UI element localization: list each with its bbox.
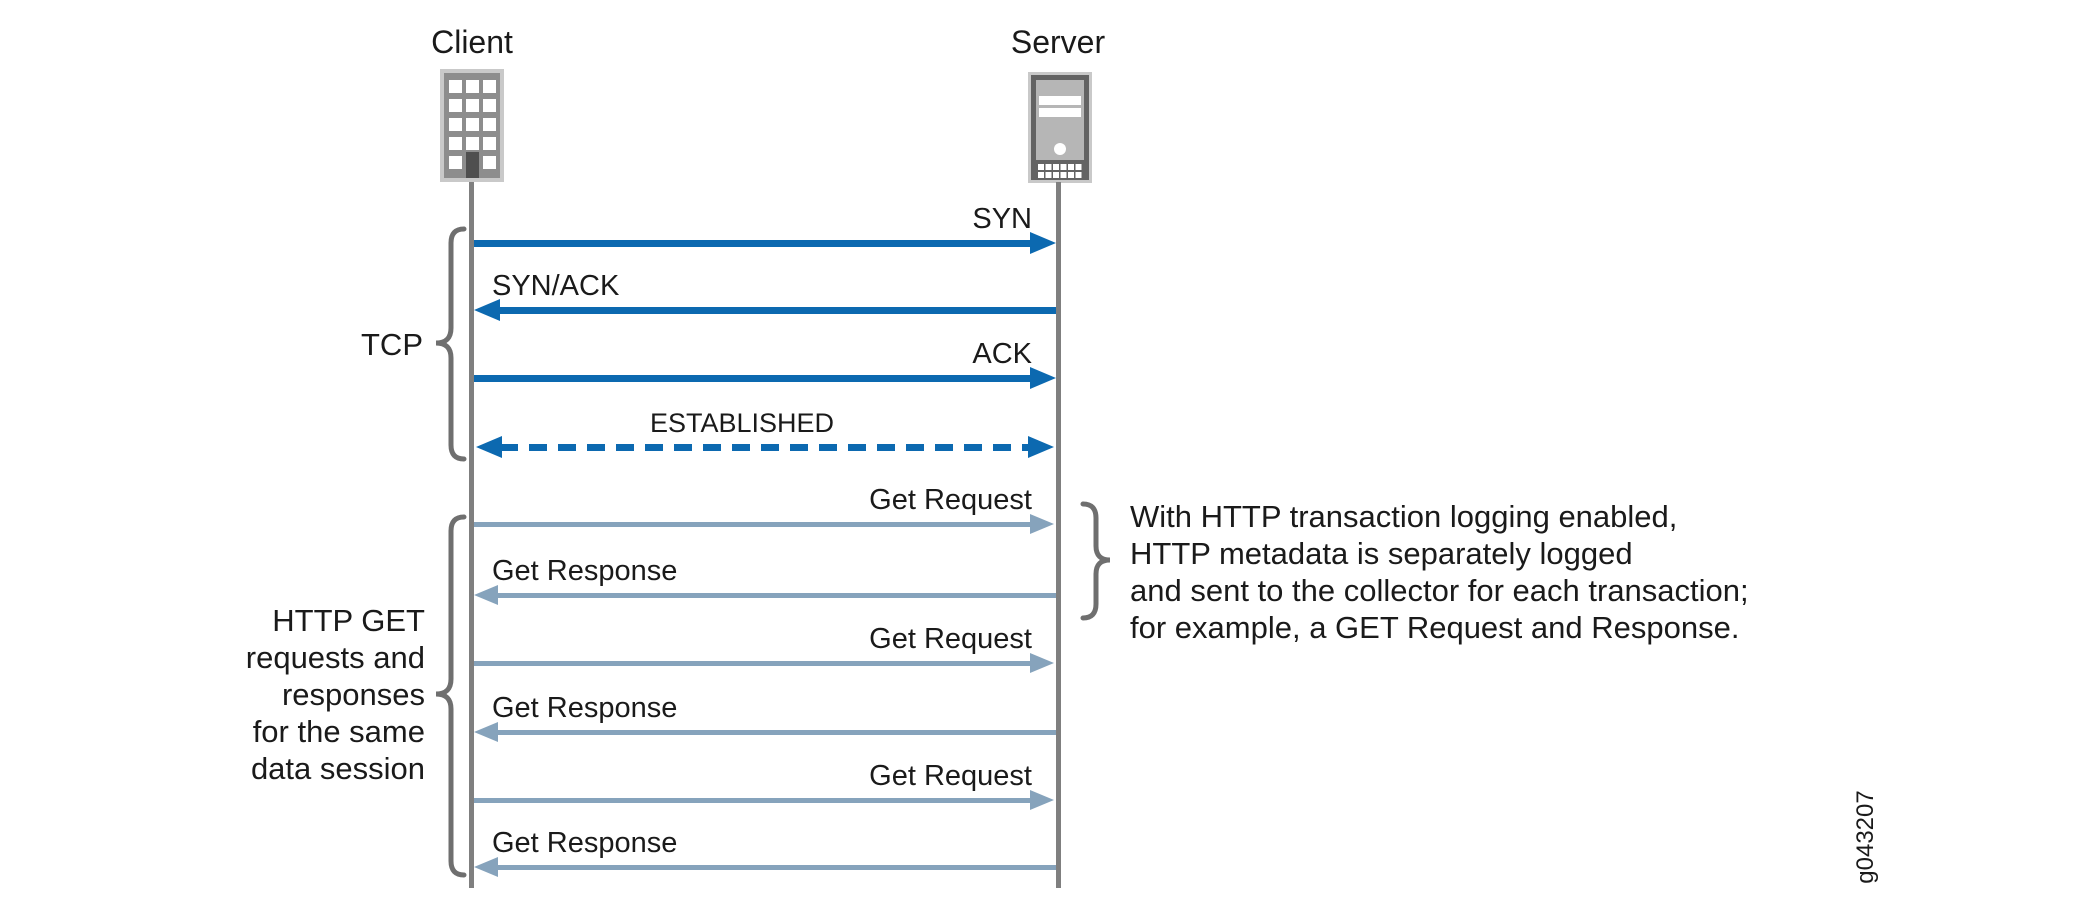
established-label: ESTABLISHED bbox=[649, 408, 835, 438]
arrowhead-right-icon bbox=[1030, 232, 1056, 254]
annotation-text: With HTTP transaction logging enabled, H… bbox=[1130, 498, 1890, 646]
tcp-section-label: TCP bbox=[361, 327, 423, 362]
annotation-line: and sent to the collector for each trans… bbox=[1130, 573, 1749, 608]
ack-label: ACK bbox=[972, 338, 1032, 370]
tcp-brace-icon bbox=[435, 226, 467, 462]
syn-ack-label: SYN/ACK bbox=[492, 270, 620, 302]
annotation-brace-icon bbox=[1080, 501, 1111, 621]
arrowhead-left-icon bbox=[474, 722, 498, 742]
http-session-label-line: requests and bbox=[245, 640, 425, 675]
server-label: Server bbox=[1010, 24, 1106, 60]
get-response-label: Get Response bbox=[492, 827, 678, 859]
get-request-arrow bbox=[474, 798, 1032, 803]
server-lifeline bbox=[1056, 182, 1061, 888]
arrowhead-right-icon bbox=[1028, 436, 1054, 458]
established-arrow bbox=[500, 444, 1028, 451]
get-response-label: Get Response bbox=[492, 555, 678, 587]
get-request-arrow bbox=[474, 522, 1032, 527]
get-response-arrow bbox=[496, 730, 1056, 735]
arrowhead-right-icon bbox=[1030, 514, 1054, 534]
arrowhead-left-icon bbox=[476, 436, 502, 458]
syn-label: SYN bbox=[972, 203, 1032, 235]
client-lifeline bbox=[469, 182, 474, 888]
annotation-line: for example, a GET Request and Response. bbox=[1130, 610, 1740, 645]
get-request-label: Get Request bbox=[869, 623, 1032, 655]
http-brace-icon bbox=[435, 514, 467, 878]
arrowhead-left-icon bbox=[474, 857, 498, 877]
arrowhead-left-icon bbox=[474, 585, 498, 605]
get-response-arrow bbox=[496, 865, 1056, 870]
get-request-label: Get Request bbox=[869, 760, 1032, 792]
get-response-label: Get Response bbox=[492, 692, 678, 724]
arrowhead-right-icon bbox=[1030, 790, 1054, 810]
annotation-line: With HTTP transaction logging enabled, bbox=[1130, 499, 1678, 534]
server-tower-icon bbox=[1028, 72, 1092, 183]
client-label: Client bbox=[431, 24, 513, 60]
http-session-label-line: for the same bbox=[252, 714, 425, 749]
http-session-label-line: responses bbox=[281, 677, 425, 712]
client-building-icon bbox=[440, 69, 504, 182]
annotation-line: HTTP metadata is separately logged bbox=[1130, 536, 1633, 571]
http-session-label: HTTP GET requests and responses for the … bbox=[125, 602, 425, 787]
get-request-label: Get Request bbox=[869, 484, 1032, 516]
arrowhead-right-icon bbox=[1030, 367, 1056, 389]
syn-ack-arrow bbox=[498, 307, 1056, 314]
get-response-arrow bbox=[496, 593, 1056, 598]
arrowhead-left-icon bbox=[474, 299, 500, 321]
syn-arrow bbox=[474, 240, 1032, 247]
ack-arrow bbox=[474, 375, 1032, 382]
arrowhead-right-icon bbox=[1030, 653, 1054, 673]
http-session-label-line: HTTP GET bbox=[272, 603, 425, 638]
http-session-label-line: data session bbox=[250, 751, 425, 786]
figure-id: g043207 bbox=[1852, 790, 1879, 884]
get-request-arrow bbox=[474, 661, 1032, 666]
